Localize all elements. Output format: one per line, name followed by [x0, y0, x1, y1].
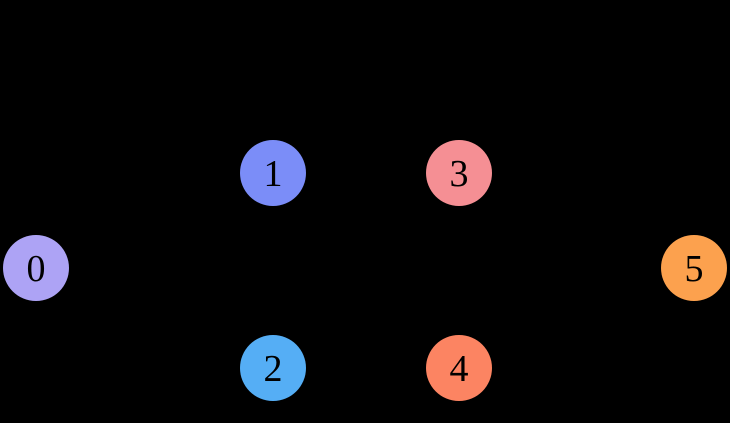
edges-layer	[35, 172, 695, 369]
graph-edge-2-3	[272, 172, 460, 369]
graph-node-5[interactable]: 5	[661, 235, 727, 301]
graph-node-circle-5[interactable]	[661, 235, 727, 301]
graph-edge-3-5	[458, 172, 695, 269]
graph-node-label-0: 0	[27, 248, 46, 290]
graph-node-circle-1[interactable]	[240, 140, 306, 206]
graph-node-label-2: 2	[264, 348, 283, 390]
graph-edge-0-1	[35, 172, 274, 269]
graph-node-circle-4[interactable]	[426, 335, 492, 401]
graph-node-label-3: 3	[450, 153, 469, 195]
graph-node-0[interactable]: 0	[3, 235, 69, 301]
graph-node-circle-0[interactable]	[3, 235, 69, 301]
nodes-layer: 0 1 2 3 4 5	[3, 140, 727, 401]
graph-node-3[interactable]: 3	[426, 140, 492, 206]
graph-node-2[interactable]: 2	[240, 335, 306, 401]
graph-edge-4-5	[458, 267, 695, 369]
graph-node-1[interactable]: 1	[240, 140, 306, 206]
graph-node-label-5: 5	[685, 248, 704, 290]
graph-node-label-4: 4	[450, 348, 469, 390]
graph-node-label-1: 1	[264, 153, 283, 195]
graph-edge-0-2	[35, 267, 274, 369]
graph-node-circle-2[interactable]	[240, 335, 306, 401]
graph-node-4[interactable]: 4	[426, 335, 492, 401]
graph-node-circle-3[interactable]	[426, 140, 492, 206]
